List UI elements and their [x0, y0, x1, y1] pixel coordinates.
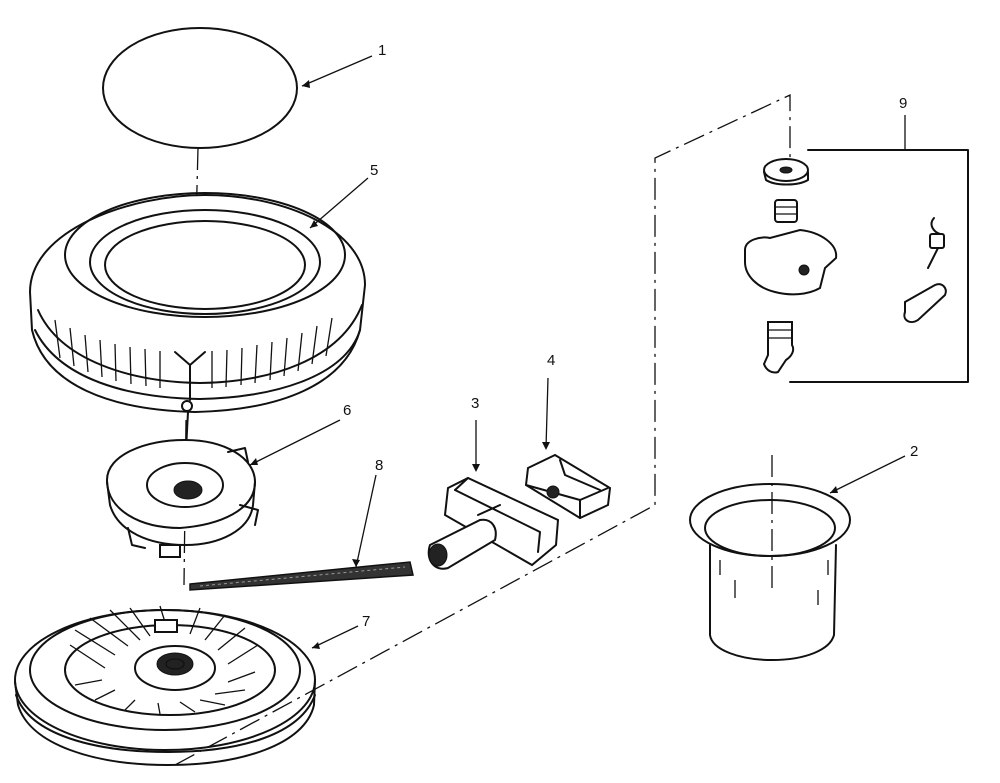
callout-3: 3	[471, 395, 480, 412]
part-8-starter-rope	[189, 561, 414, 591]
leader-lines	[249, 55, 906, 649]
callout-4: 4	[547, 352, 556, 369]
callout-2: 2	[910, 443, 919, 460]
callout-8: 8	[375, 457, 384, 474]
part-7-pulley	[14, 605, 316, 766]
part-3-starter-handle	[427, 476, 560, 570]
leader-arrowheads	[250, 80, 838, 649]
part-9-ratchet-kit	[744, 149, 969, 383]
callout-9: 9	[899, 95, 908, 112]
centerline-assembly	[174, 93, 791, 766]
callout-5: 5	[370, 162, 379, 179]
part-6-ratchet-plate	[105, 438, 259, 558]
callout-6: 6	[343, 402, 352, 419]
part-1-seal-disc	[102, 27, 298, 149]
callout-1: 1	[378, 42, 387, 59]
part-5-starter-cover	[28, 192, 367, 414]
part-2-sleeve	[689, 455, 851, 661]
part-4-handle-insert	[524, 453, 612, 520]
callout-7: 7	[362, 613, 371, 630]
